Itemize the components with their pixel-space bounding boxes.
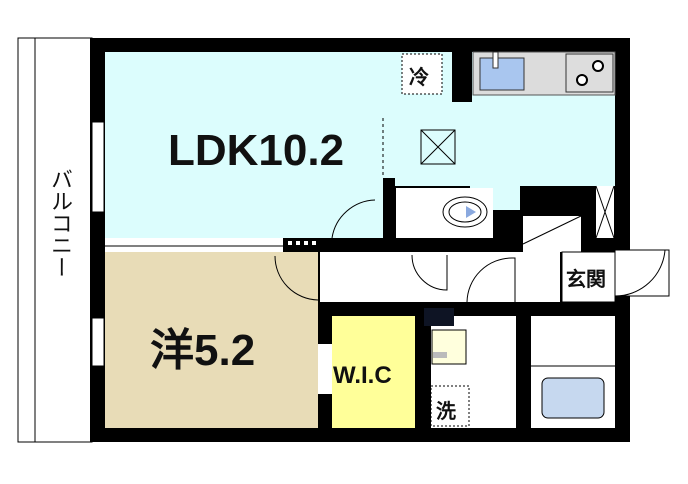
washer-label: 洗 xyxy=(436,401,456,423)
balcony-area xyxy=(17,37,93,443)
hallway xyxy=(320,252,560,302)
storage-x-icon xyxy=(420,129,456,165)
entrance-area xyxy=(561,251,616,303)
burner-icon xyxy=(592,60,604,72)
balcony-label: バルコニー xyxy=(48,168,73,278)
wic-room xyxy=(332,316,415,428)
shoe-closet-x-icon xyxy=(595,185,615,239)
western-room-label: 洋5.2 xyxy=(150,326,256,375)
burner-icon xyxy=(576,74,588,86)
bathtub-icon xyxy=(541,377,605,419)
fridge-label: 冷 xyxy=(409,67,429,89)
sink-icon xyxy=(479,57,525,91)
ldk-room xyxy=(105,52,383,238)
fridge-space xyxy=(401,53,443,95)
wic-label: W.I.C xyxy=(333,362,392,389)
stove xyxy=(565,53,614,93)
washbasin-icon xyxy=(431,329,467,365)
ldk-label: LDK10.2 xyxy=(168,126,345,175)
entrance-label: 玄関 xyxy=(566,269,606,291)
